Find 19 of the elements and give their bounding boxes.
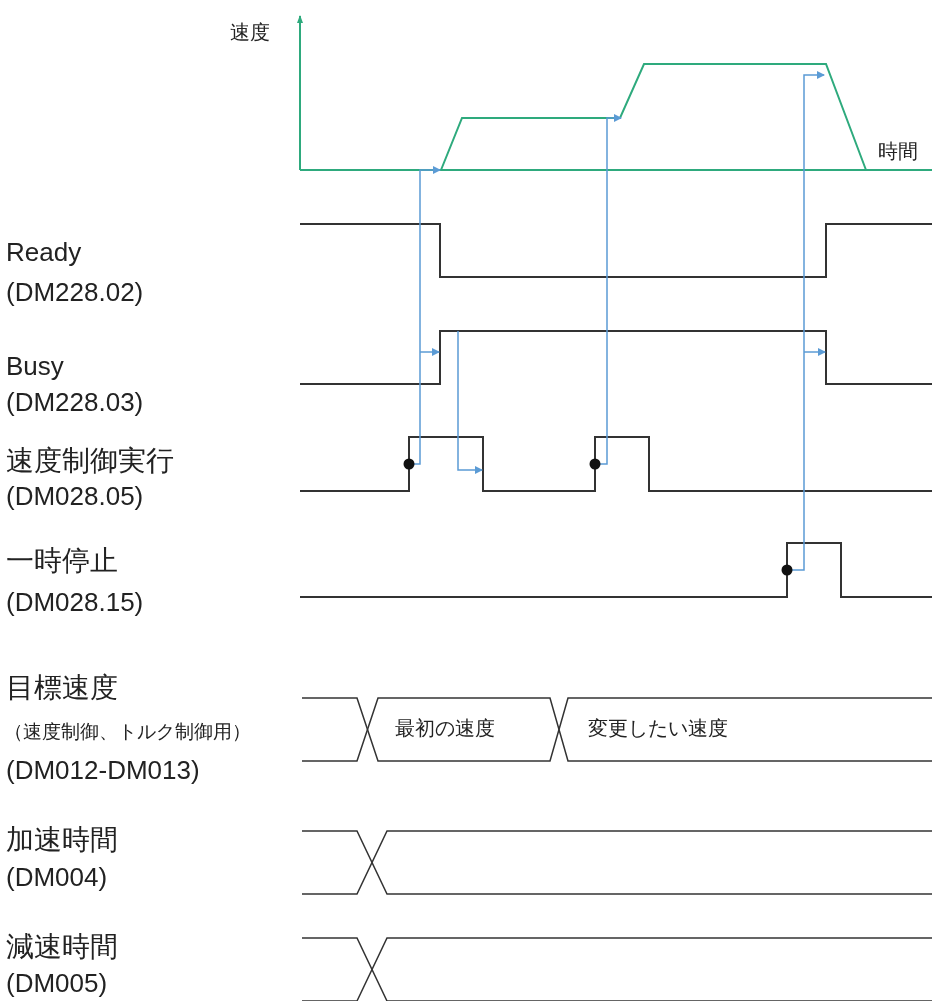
- register-address: (DM012-DM013): [6, 756, 200, 786]
- signal-name: Ready: [6, 238, 82, 268]
- register-address: (DM004): [6, 863, 108, 893]
- register-address: (DM005): [6, 969, 108, 999]
- signal-name: 加速時間: [6, 824, 118, 857]
- register-address: (DM228.03): [6, 388, 144, 418]
- signal-name: 一時停止: [6, 545, 118, 578]
- register-address: (DM028.05): [6, 482, 144, 512]
- register-address: (DM028.15): [6, 588, 144, 618]
- axis-label: 速度: [230, 21, 270, 44]
- bus-value: 変更したい速度: [588, 717, 728, 740]
- register-address: (DM228.02): [6, 278, 144, 308]
- axis-label: 時間: [878, 140, 918, 163]
- signal-name: 減速時間: [6, 931, 118, 964]
- bus-value: 最初の速度: [395, 717, 495, 740]
- signal-name: 目標速度: [6, 672, 118, 705]
- signal-name: 速度制御実行: [6, 445, 174, 478]
- signal-name: Busy: [6, 352, 64, 382]
- signal-note: （速度制御、トルク制御用）: [4, 721, 251, 743]
